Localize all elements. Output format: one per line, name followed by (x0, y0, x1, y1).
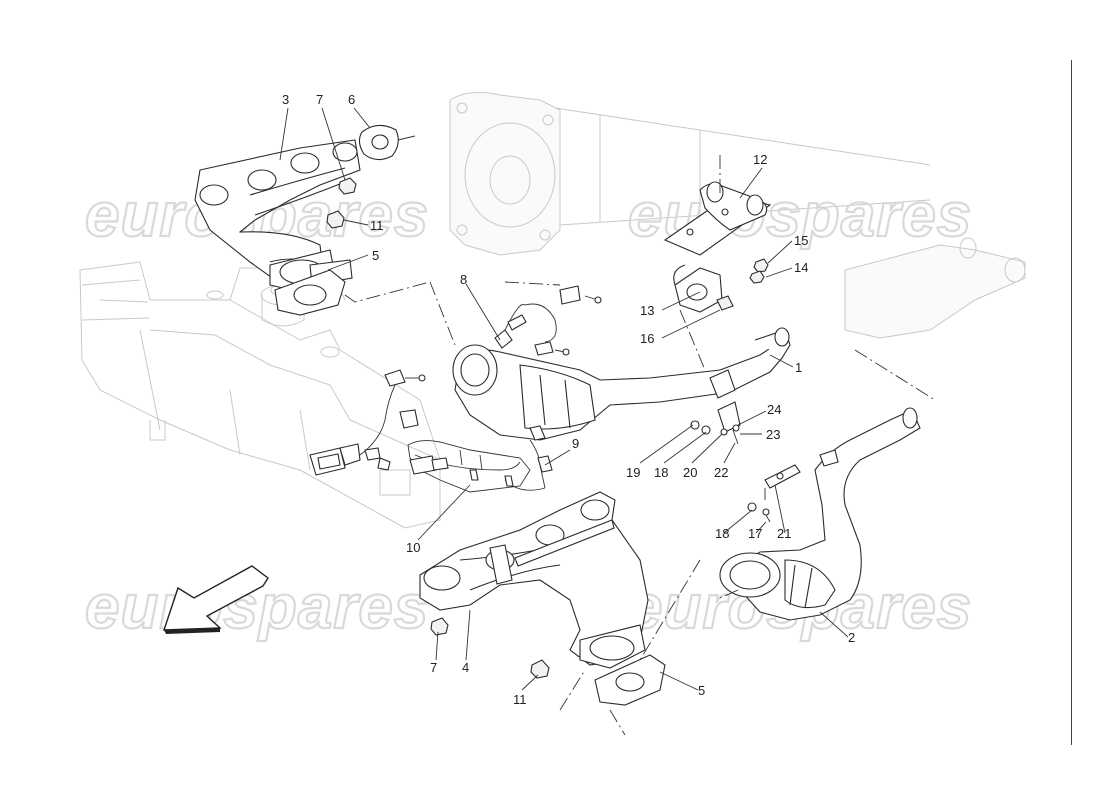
callout-22: 22 (714, 465, 728, 480)
page-edge-line (1071, 60, 1072, 745)
callout-18: 18 (654, 465, 668, 480)
rubber-mount-13 (673, 264, 723, 313)
callout-17: 17 (748, 526, 762, 541)
callout-3: 3 (282, 92, 289, 107)
rear-muffler-background (844, 237, 1026, 339)
nut-11-lower (530, 659, 550, 679)
callout-4: 4 (462, 660, 469, 675)
bolt-17 (762, 508, 771, 523)
mounting-bracket-12 (663, 181, 772, 256)
callout-7: 7 (430, 660, 437, 675)
nut-14 (749, 270, 765, 284)
catalytic-converter-right (719, 407, 921, 621)
leader-lines (279, 107, 849, 691)
callout-20: 20 (683, 465, 697, 480)
nut-11-upper (326, 210, 345, 229)
callout-10: 10 (406, 540, 420, 555)
nut-15 (753, 258, 769, 273)
callout-19: 19 (626, 465, 640, 480)
gasket-6 (358, 124, 416, 161)
washer-18-lower (747, 502, 757, 512)
direction-arrow-shadow (164, 628, 220, 634)
connector-cluster-left (309, 369, 426, 476)
chassis-background (79, 261, 441, 529)
callout-14: 14 (794, 260, 808, 275)
nut-7-lower (430, 617, 449, 636)
nut-7-upper (338, 177, 357, 195)
callout-1: 1 (795, 360, 802, 375)
callout-15: 15 (794, 233, 808, 248)
callout-21: 21 (777, 526, 791, 541)
callout-11: 11 (513, 692, 527, 707)
bracket-hardware-upper (534, 285, 602, 356)
hanger-bracket-group (690, 369, 741, 445)
callout-23: 23 (766, 427, 780, 442)
catalytic-converter-center (452, 327, 791, 441)
transmission-background (449, 91, 931, 256)
gasket-5-lower-hole (615, 672, 645, 692)
callout-9: 9 (572, 436, 579, 451)
callout-8: 8 (460, 272, 467, 287)
wiring-harness-10 (407, 440, 531, 493)
callout-6: 6 (348, 92, 355, 107)
callout-5: 5 (372, 248, 379, 263)
callout-2: 2 (848, 630, 855, 645)
callout-7: 7 (316, 92, 323, 107)
exhaust-manifold-lower (419, 491, 649, 669)
hanger-bracket-21 (764, 464, 801, 500)
callout-16: 16 (640, 331, 654, 346)
callout-13: 13 (640, 303, 654, 318)
gasket-5-upper-hole (293, 284, 327, 306)
assembly-lines (344, 155, 936, 736)
callout-18: 18 (715, 526, 729, 541)
callout-labels: 3 7 6 11 5 8 12 15 14 13 16 1 24 23 19 1… (282, 92, 855, 707)
callout-11: 11 (370, 218, 384, 233)
callout-5: 5 (698, 683, 705, 698)
bushing-16 (716, 295, 734, 311)
oxygen-sensor-8 (494, 303, 557, 349)
callout-24: 24 (767, 402, 781, 417)
callout-12: 12 (753, 152, 767, 167)
